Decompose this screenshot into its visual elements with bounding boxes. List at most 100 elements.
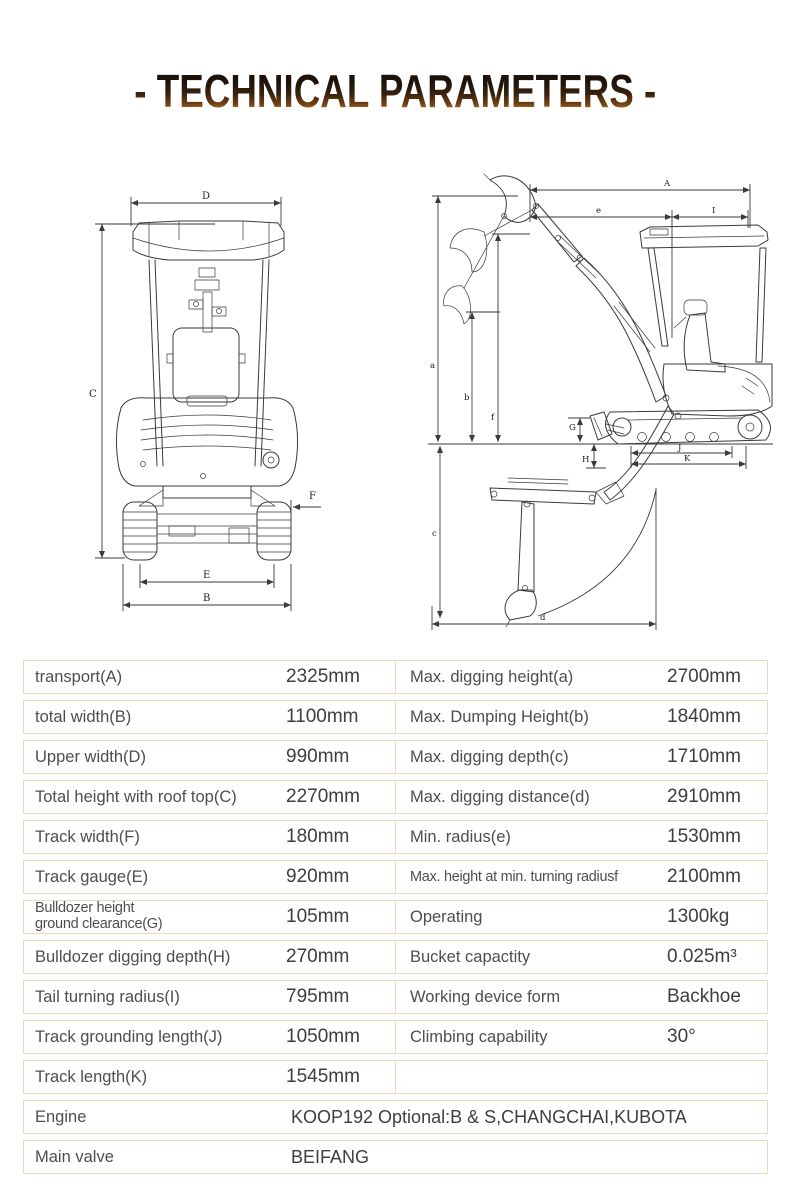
spec-cell-right: Max. digging height(a) 2700mm (396, 661, 767, 693)
spec-value: 2700mm (667, 666, 741, 687)
dim-label-C: C (89, 389, 97, 400)
spec-value: 1100mm (286, 706, 359, 727)
spec-label: Max. Dumping Height(b) (410, 707, 589, 726)
spec-value: 1545mm (286, 1066, 360, 1087)
spec-cell-right: Operating 1300kg (396, 901, 767, 933)
spec-label: Total height with roof top(C) (35, 787, 237, 806)
spec-value: 1530mm (667, 826, 741, 847)
spec-label: total width(B) (35, 707, 132, 726)
spec-cell-right: Max. digging depth(c) 1710mm (396, 741, 767, 773)
spec-cell-left: transport(A) 2325mm (24, 661, 396, 693)
dim-label-A: A (663, 179, 671, 189)
dim-label-a: a (430, 361, 435, 371)
spec-cell-right: Max. Dumping Height(b) 1840mm (396, 701, 767, 733)
dim-label-K: K (684, 454, 691, 464)
spec-cell-right (396, 1061, 767, 1093)
spec-value: 920mm (286, 866, 350, 887)
spec-value: 1050mm (286, 1026, 360, 1047)
spec-row: Tail turning radius(I) 795mm Working devic… (23, 980, 768, 1014)
spec-row: total width(B) 1100mm Max. Dumping Height(… (23, 700, 768, 734)
spec-label: Max. digging distance(d) (410, 787, 590, 806)
spec-cell-left: Total height with roof top(C) 2270mm (24, 781, 396, 813)
spec-cell-left: Track gauge(E)920mm (24, 861, 396, 893)
spec-cell-left: Bulldozer height ground clearance(G) 105m… (24, 901, 396, 933)
spec-cell-left: Track length(K) 1545mm (24, 1061, 396, 1093)
spec-cell-right: Working device form Backhoe (396, 981, 767, 1013)
dim-label-D: D (202, 191, 210, 202)
spec-label: Max. digging depth(c) (410, 747, 569, 766)
spec-cell-right: Min. radius(e) 1530mm (396, 821, 767, 853)
spec-value: KOOP192 Optional:B & S,CHANGCHAI,KUBOTA (291, 1106, 687, 1127)
spec-value: BEIFANG (291, 1146, 370, 1167)
spec-value: 105mm (286, 906, 350, 927)
spec-value: 2270mm (286, 786, 360, 807)
spec-table: transport(A) 2325mm Max. digging height(a)… (23, 660, 768, 1180)
side-view-diagram: A e I a b f (428, 166, 773, 644)
spec-value: 990mm (286, 746, 350, 767)
spec-cell-left: Bulldozer digging depth(H)270mm (24, 941, 396, 973)
spec-cell-right: Climbing capability 30° (396, 1021, 767, 1053)
spec-cell-full: Engine KOOP192 Optional:B & S,CHANGCHAI,K… (24, 1101, 767, 1133)
spec-value: 270mm (286, 946, 350, 967)
spec-value: 0.025m³ (667, 946, 737, 967)
spec-value: Backhoe (667, 986, 741, 1007)
dim-label-G: G (569, 423, 576, 433)
spec-label: Max. height at min. turning radiusf (410, 869, 618, 885)
spec-value: 2910mm (667, 786, 741, 807)
spec-cell-left: Track width(F) 180mm (24, 821, 396, 853)
spec-label: Climbing capability (410, 1027, 548, 1046)
dim-label-e: e (596, 206, 601, 216)
spec-label: Tail turning radius(I) (35, 987, 180, 1006)
spec-label: transport(A) (35, 667, 123, 686)
dim-label-d: d (540, 613, 546, 623)
spec-row: transport(A) 2325mm Max. digging height(a)… (23, 660, 768, 694)
page-title: - TECHNICAL PARAMETERS - (133, 65, 656, 117)
spec-label: Engine (35, 1107, 87, 1126)
spec-label: Bulldozer height ground clearance(G) (35, 901, 163, 932)
spec-row: Track gauge(E)920mm Max. height at min. t… (23, 860, 768, 894)
spec-row: Bulldozer height ground clearance(G) 105m… (23, 900, 768, 934)
spec-label: Bucket capactity (410, 947, 531, 966)
dim-label-H: H (582, 455, 589, 465)
spec-cell-left: total width(B) 1100mm (24, 701, 396, 733)
spec-label: Track length(K) (35, 1067, 148, 1086)
spec-label: Track grounding length(J) (35, 1027, 223, 1046)
spec-label: Max. digging height(a) (410, 667, 574, 686)
page-title-wrap: - TECHNICAL PARAMETERS - (0, 66, 790, 117)
dim-label-b: b (464, 393, 470, 403)
spec-label: Operating (410, 907, 483, 926)
spec-row: Track width(F) 180mm Min. radius(e) 1530mm (23, 820, 768, 854)
spec-cell-right: Max. digging distance(d) 2910mm (396, 781, 767, 813)
spec-value: 2325mm (286, 666, 360, 687)
spec-label: Min. radius(e) (410, 827, 511, 846)
spec-row: Track grounding length(J) 1050mm Climbing … (23, 1020, 768, 1054)
spec-value: 1710mm (667, 746, 741, 767)
dim-label-c: c (432, 529, 437, 539)
spec-cell-right: Bucket capactity 0.025m³ (396, 941, 767, 973)
dim-label-I: I (712, 206, 715, 216)
dim-label-F: F (309, 491, 316, 502)
dim-label-J: J (677, 443, 682, 453)
spec-label: Working device form (410, 987, 561, 1006)
spec-value: 795mm (286, 986, 350, 1007)
spec-value: 30° (667, 1026, 696, 1047)
excavator-side-view-drawing: A e I a b f (428, 173, 773, 630)
excavator-front-view-drawing: D C (89, 191, 321, 611)
spec-value: 1300kg (667, 906, 730, 927)
dim-label-B: B (203, 593, 210, 604)
spec-row: Total height with roof top(C) 2270mm Max. … (23, 780, 768, 814)
spec-row: Track length(K) 1545mm (23, 1060, 768, 1094)
spec-row: Upper width(D) 990mm Max. digging depth(c)… (23, 740, 768, 774)
dim-label-E: E (203, 570, 210, 581)
spec-cell-left: Upper width(D) 990mm (24, 741, 396, 773)
spec-label: Track width(F) (35, 827, 140, 846)
spec-label: Upper width(D) (35, 747, 146, 766)
spec-row-full: Engine KOOP192 Optional:B & S,CHANGCHAI,K… (23, 1100, 768, 1134)
spec-value: 2100mm (667, 866, 741, 887)
spec-value: 1840mm (667, 706, 741, 727)
spec-value: 180mm (286, 826, 350, 847)
